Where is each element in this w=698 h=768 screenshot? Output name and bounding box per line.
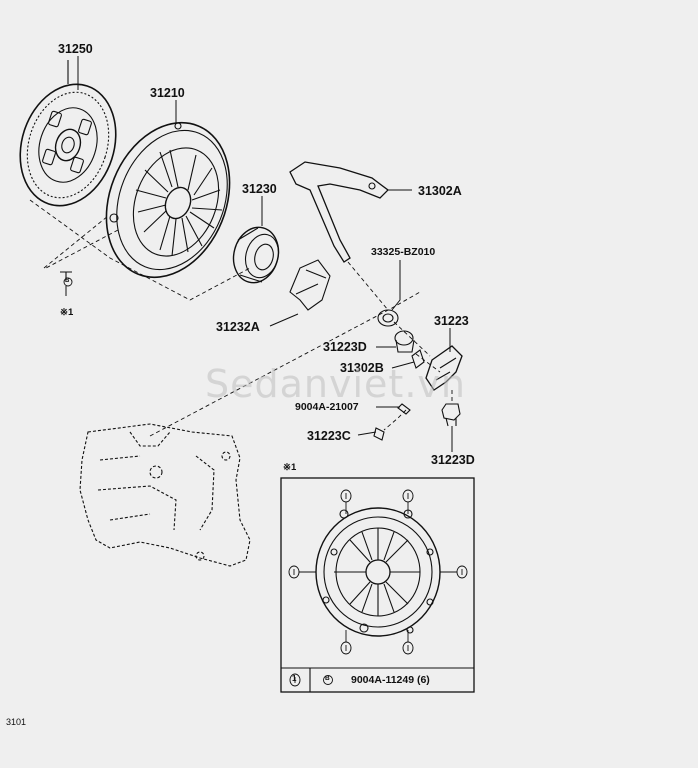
- transmission-housing: [79, 423, 251, 567]
- clutch-cover: [105, 121, 231, 279]
- label-31302B: 31302B: [340, 361, 384, 375]
- label-33325-BZ010: 33325-BZ010: [371, 246, 436, 258]
- label-31302A: 31302A: [418, 184, 462, 198]
- clutch-disc: [19, 60, 117, 207]
- release-clip: [289, 259, 331, 311]
- legend-number: 1: [292, 674, 297, 683]
- fork-boot: [377, 309, 399, 327]
- label-9004A-21007: 9004A-21007: [295, 401, 359, 413]
- assembly-centerlines: [29, 199, 453, 437]
- label-31223D-upper: 31223D: [323, 340, 367, 354]
- release-bearing: [232, 226, 280, 284]
- reference-mark: ※1: [60, 307, 74, 318]
- pivot-assembly: [373, 330, 463, 441]
- label-31223: 31223: [434, 314, 469, 328]
- bolt-mark: [60, 271, 73, 287]
- label-31223D-lower: 31223D: [431, 453, 475, 467]
- label-31210: 31210: [150, 86, 185, 100]
- label-31223C: 31223C: [307, 429, 351, 443]
- leader-lines: [65, 56, 453, 452]
- inset-cover-view: [315, 507, 441, 637]
- legend-part-number: 9004A-11249 (6): [351, 674, 430, 686]
- bolt-letter: B: [65, 278, 70, 284]
- legend-bolt-letter: B: [325, 675, 330, 682]
- footer-code: 3101: [6, 717, 27, 727]
- inset-frame: [280, 477, 475, 693]
- inset-reference-mark: ※1: [283, 462, 297, 473]
- label-31230: 31230: [242, 182, 277, 196]
- label-31232A: 31232A: [216, 320, 260, 334]
- inset-bolt-markers: [288, 489, 468, 687]
- release-fork: [289, 161, 389, 263]
- label-31250: 31250: [58, 42, 93, 56]
- watermark: Sedanviet.vn: [205, 362, 466, 406]
